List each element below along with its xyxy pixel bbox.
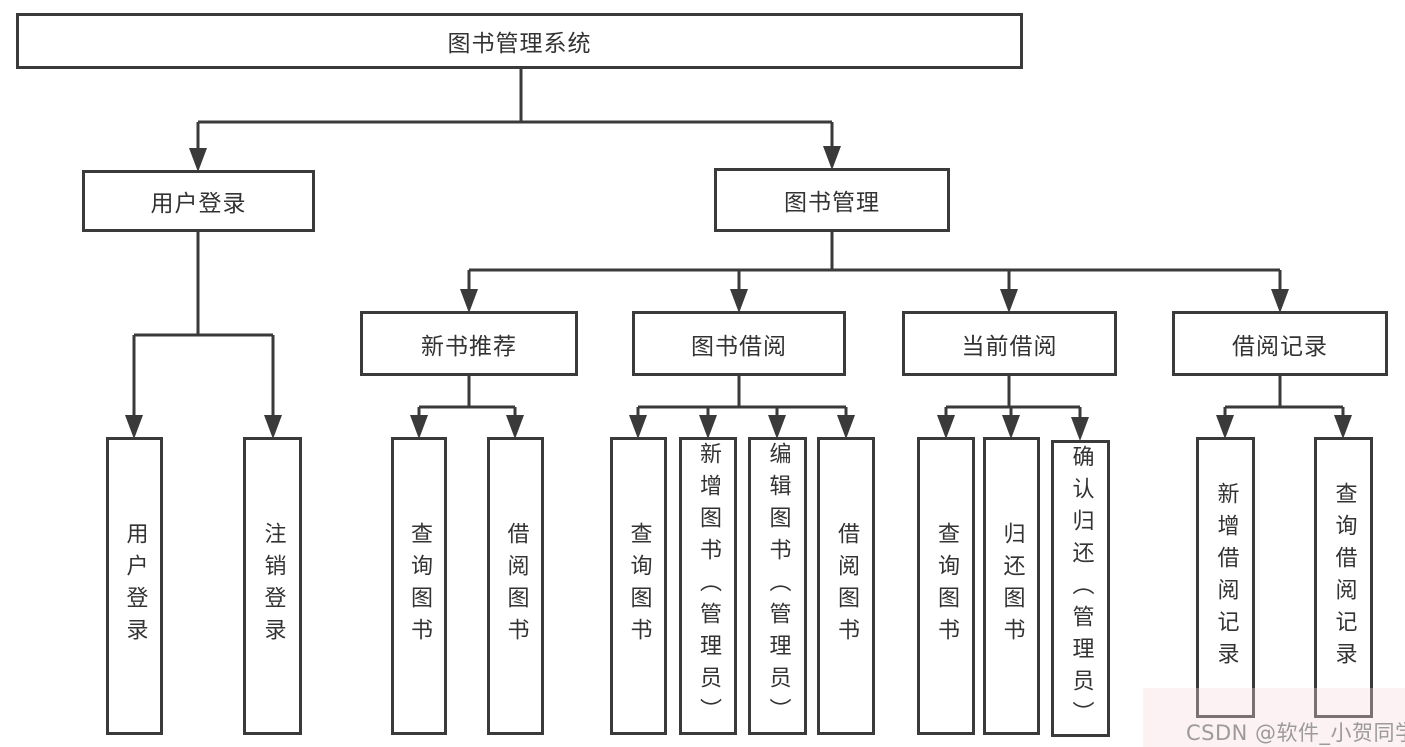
leaf-return-book: 归还图书	[983, 437, 1040, 735]
leaf-edit-book-admin: 编辑图书（管理员）	[748, 437, 807, 735]
leaf-logout: 注销登录	[243, 437, 302, 735]
leaf-borrow-book-recommend: 借阅图书	[487, 437, 544, 735]
node-user-login: 用户登录	[82, 170, 315, 232]
arrowheads	[125, 146, 1352, 441]
connector-user-login-to-leaves	[132, 232, 275, 417]
connector-book-borrow-to-leaves	[636, 376, 848, 417]
leaf-query-book-current: 查询图书	[917, 437, 975, 735]
leaf-query-book-recommend: 查询图书	[391, 437, 447, 735]
leaf-query-borrow-record: 查询借阅记录	[1314, 437, 1373, 718]
node-library-management-system: 图书管理系统	[16, 13, 1023, 69]
connector-book-mgmt-to-level3	[467, 232, 1282, 291]
watermark-text: CSDN @软件_小贺同学	[1186, 721, 1405, 745]
leaf-user-login: 用户登录	[106, 437, 163, 735]
leaf-confirm-return-admin: 确认归还（管理员）	[1051, 440, 1110, 737]
connector-root-to-level2	[196, 68, 834, 150]
node-new-book-recommend: 新书推荐	[360, 311, 578, 376]
connector-current-borrow-to-leaves	[944, 376, 1082, 417]
leaf-add-borrow-record: 新增借阅记录	[1196, 437, 1255, 718]
connector-borrow-record-to-leaves	[1223, 376, 1345, 417]
node-book-management: 图书管理	[714, 168, 950, 232]
node-borrow-records: 借阅记录	[1172, 311, 1388, 376]
leaf-borrow-book: 借阅图书	[817, 437, 875, 735]
node-book-borrowing: 图书借阅	[632, 311, 846, 376]
leaf-add-book-admin: 新增图书（管理员）	[679, 437, 737, 735]
node-current-borrowing: 当前借阅	[902, 311, 1117, 376]
leaf-query-book-borrowing: 查询图书	[610, 437, 667, 735]
connector-new-book-to-leaves	[417, 376, 517, 417]
